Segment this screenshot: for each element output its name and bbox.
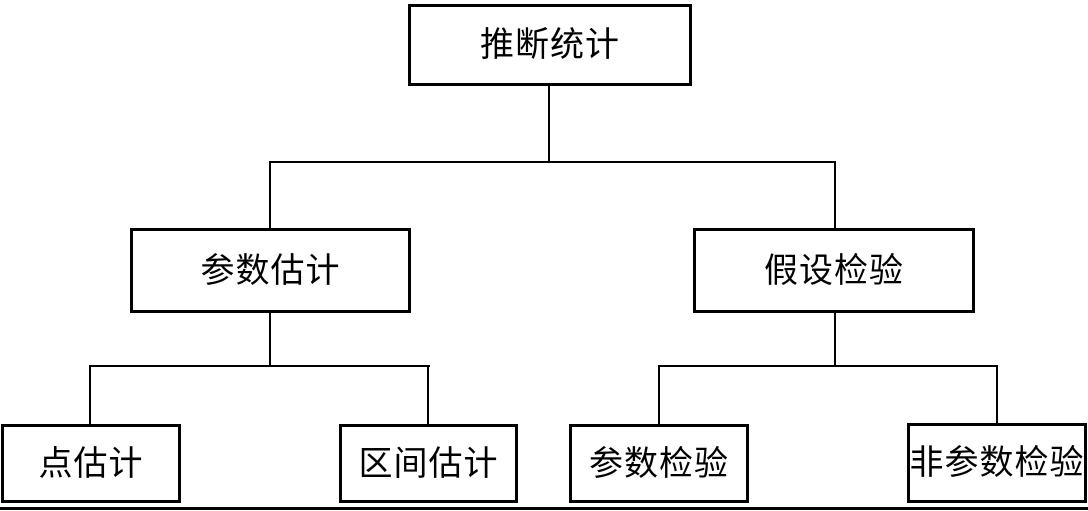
connector-param-estimation-stem [269,313,271,366]
connector-parametric-test-drop [658,365,660,424]
connector-left-branch-drop [269,161,271,228]
bottom-rule-line [0,507,1088,510]
connector-interval-estimation-drop [427,365,429,424]
connector-nonparametric-test-drop [996,365,998,423]
connector-hypothesis-testing-stem [834,313,836,366]
connector-right-branch-drop [834,161,836,228]
node-nonparametric-test: 非参数检验 [907,423,1087,503]
node-parameter-estimation: 参数估计 [130,228,411,313]
node-interval-estimation: 区间估计 [339,424,518,503]
node-hypothesis-testing: 假设检验 [693,228,975,313]
node-point-estimation: 点估计 [1,424,181,503]
connector-top-horizontal [269,161,836,163]
connector-point-estimation-drop [89,365,91,424]
connector-left-horizontal [89,365,430,367]
node-parametric-test: 参数检验 [569,424,749,503]
connector-right-horizontal [658,365,998,367]
connector-root-stem [548,86,550,163]
node-inferential-statistics: 推断统计 [408,4,692,86]
